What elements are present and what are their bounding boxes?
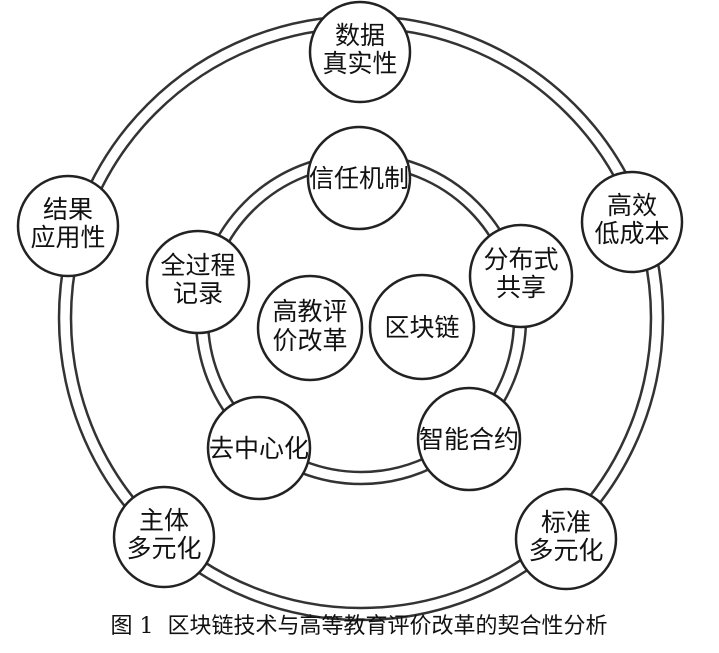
node-label-line: 多元化 xyxy=(126,534,201,563)
node-standard-diversification: 标准 多元化 xyxy=(514,487,618,591)
node-label-line: 高教评 xyxy=(272,297,347,326)
node-label-line: 分布式 xyxy=(483,245,558,274)
node-efficiency-low-cost: 高效 低成本 xyxy=(580,170,684,274)
node-trust-mechanism: 信任机制 xyxy=(306,125,412,231)
node-label-line: 主体 xyxy=(139,506,189,535)
node-label-line: 记录 xyxy=(173,279,223,308)
node-label-line: 去中心化 xyxy=(209,434,309,463)
node-label-line: 智能合约 xyxy=(419,425,519,454)
node-label-line: 共享 xyxy=(496,273,546,302)
node-decentralization: 去中心化 xyxy=(206,395,312,501)
node-distributed-sharing: 分布式 共享 xyxy=(468,223,574,329)
node-label-line: 真实性 xyxy=(322,49,397,78)
node-label-line: 区块链 xyxy=(384,313,459,342)
node-subject-diversification: 主体 多元化 xyxy=(112,485,216,589)
node-label-line: 应用性 xyxy=(30,223,105,252)
node-label-line: 数据 xyxy=(335,21,385,50)
node-result-applicability: 结果 应用性 xyxy=(16,174,120,278)
node-label-line: 结果 xyxy=(43,195,93,224)
node-label-line: 全过程 xyxy=(160,251,235,280)
node-full-process-record: 全过程 记录 xyxy=(145,229,251,335)
node-data-authenticity: 数据 真实性 xyxy=(308,0,412,104)
node-label-line: 多元化 xyxy=(528,536,603,565)
node-label-line: 低成本 xyxy=(594,219,669,248)
node-blockchain: 区块链 xyxy=(368,273,476,381)
node-label-line: 信任机制 xyxy=(309,164,409,193)
node-higher-edu-eval-reform: 高教评 价改革 xyxy=(256,274,364,382)
node-label-line: 高效 xyxy=(607,191,657,220)
node-smart-contract: 智能合约 xyxy=(416,386,522,492)
figure-caption: 图 1 区块链技术与高等教育评价改革的契合性分析 xyxy=(111,614,608,639)
node-label-line: 价改革 xyxy=(272,326,347,355)
node-label-line: 标准 xyxy=(541,508,591,537)
